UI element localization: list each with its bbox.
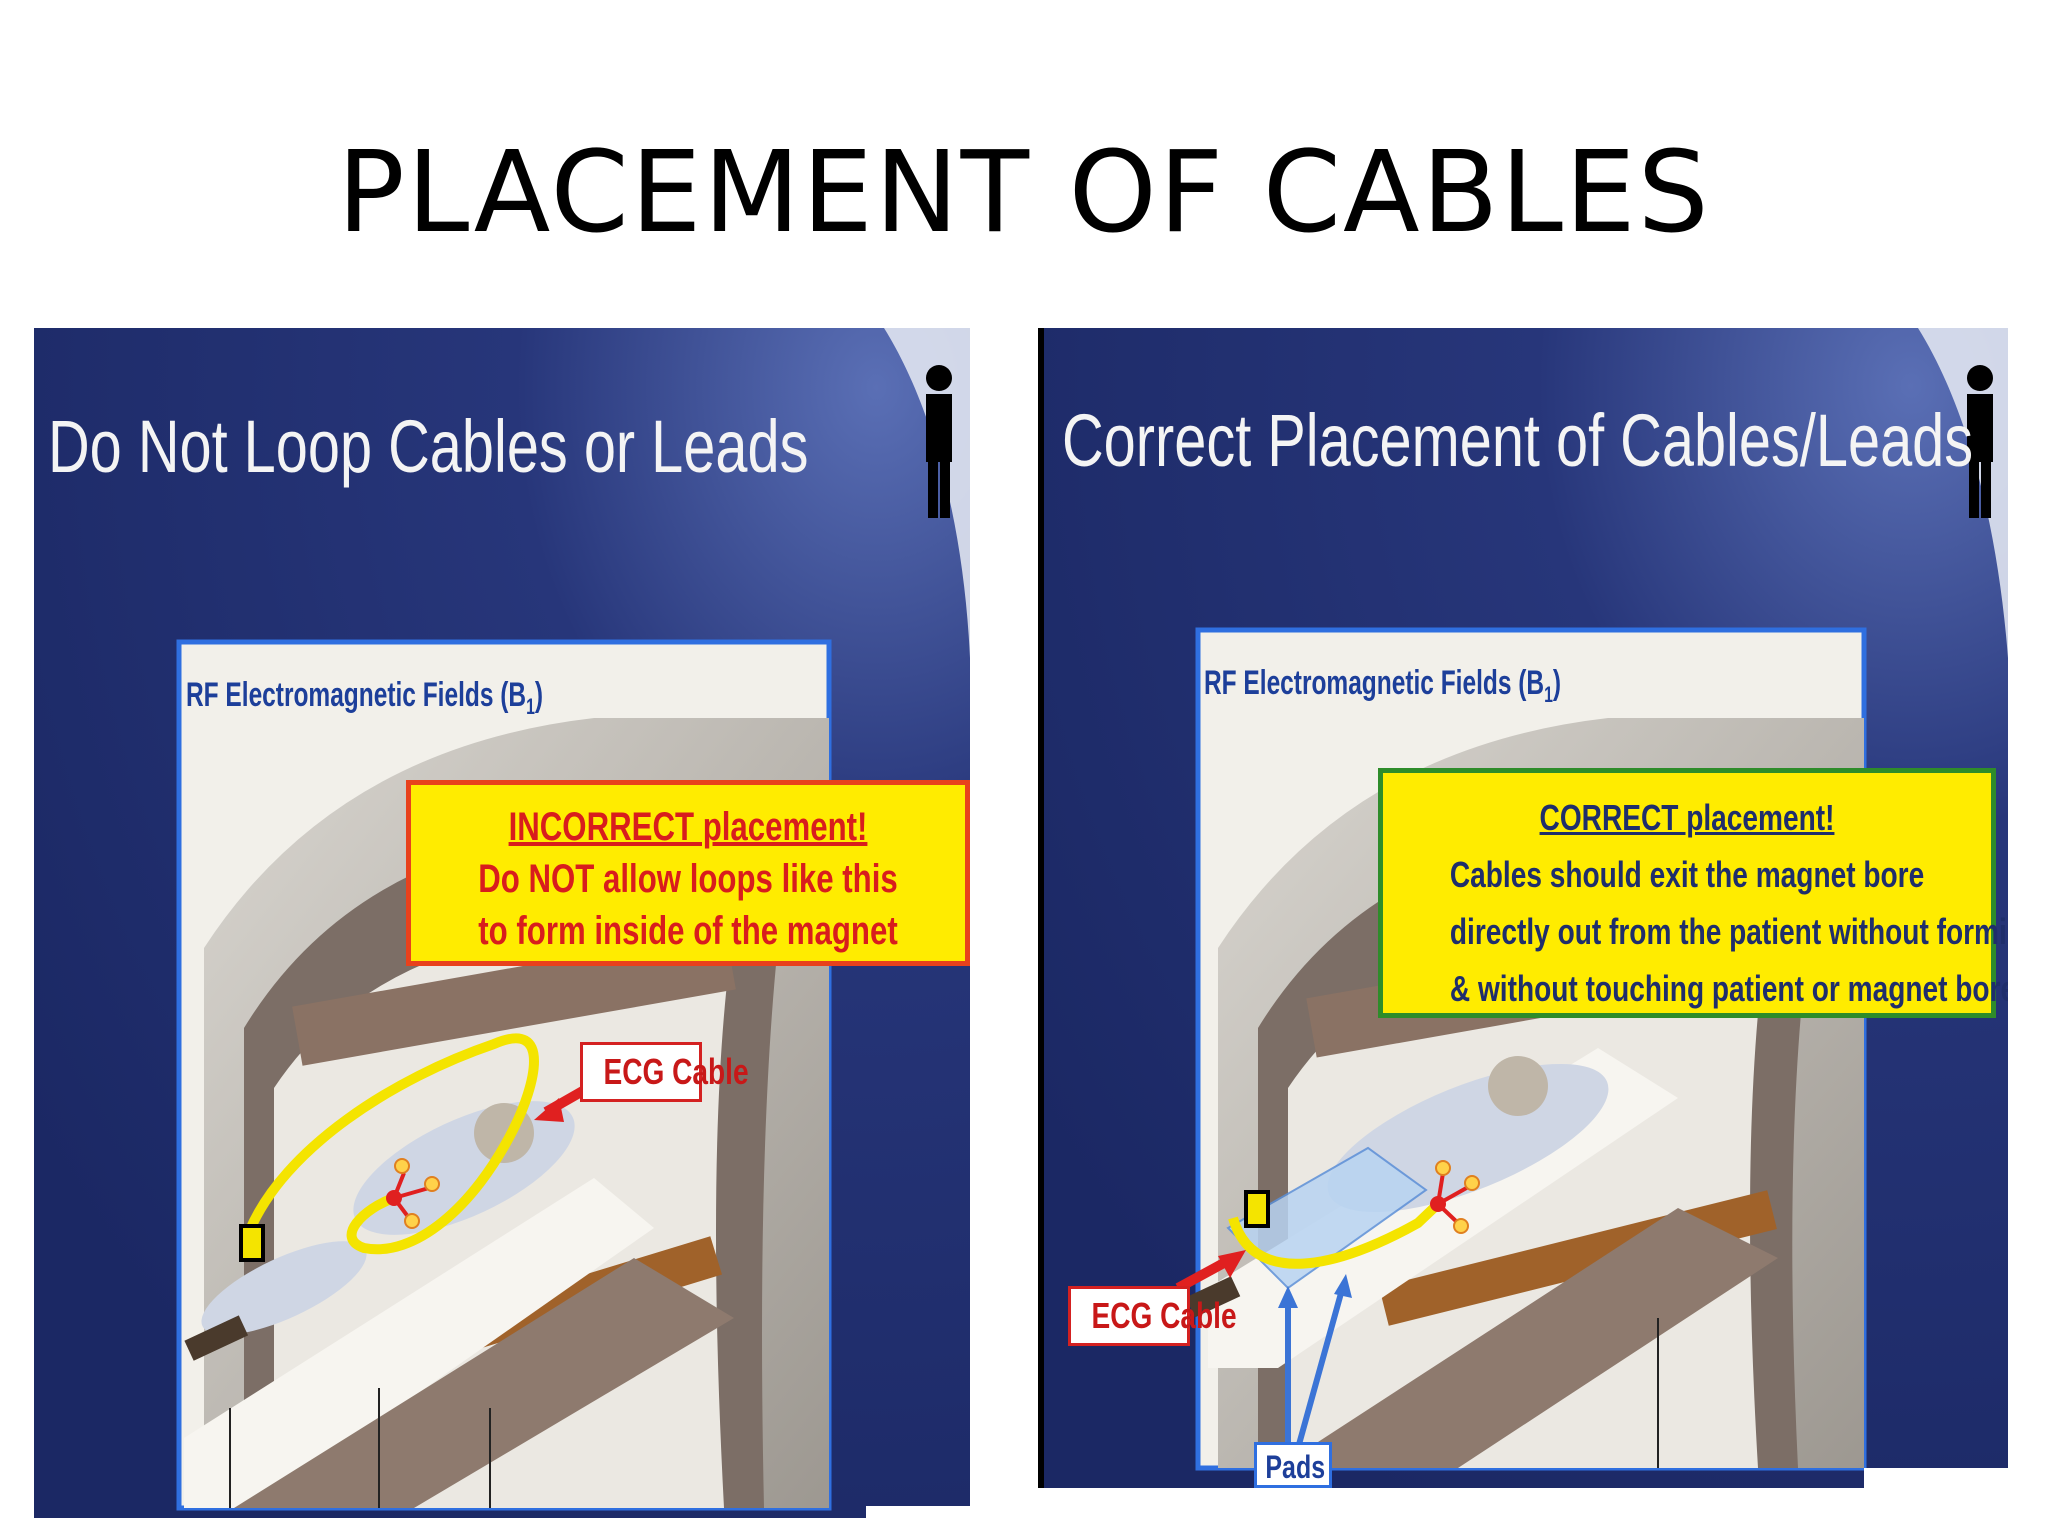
callout-line: to form inside of the magnet bbox=[478, 909, 898, 953]
rf-label-text: RF Electromagnetic Fields (B bbox=[1204, 664, 1545, 702]
callout-line: Cables should exit the magnet bore bbox=[1449, 854, 1925, 895]
rf-label-close: ) bbox=[534, 676, 544, 714]
rf-label-text: RF Electromagnetic Fields (B bbox=[186, 676, 527, 714]
rf-subscript: 1 bbox=[526, 693, 535, 719]
left-rf-label: RF Electromagnetic Fields (B1) bbox=[186, 676, 543, 720]
ecg-cable-tag: ECG Cable bbox=[1068, 1286, 1237, 1346]
person-icon bbox=[926, 365, 952, 518]
right-rf-label: RF Electromagnetic Fields (B1) bbox=[1204, 664, 1561, 708]
ecg-cable-tag: ECG Cable bbox=[580, 1042, 749, 1102]
callout-line: Do NOT allow loops like this bbox=[478, 857, 898, 901]
callout-line: & without touching patient or magnet bor… bbox=[1449, 968, 2008, 1009]
callout-line: directly out from the patient without fo… bbox=[1449, 911, 2008, 952]
rf-subscript: 1 bbox=[1544, 681, 1553, 707]
left-panel-incorrect: Do Not Loop Cables or Leads RF Electroma… bbox=[34, 328, 970, 1518]
slide-title: PLACEMENT OF CABLES bbox=[337, 128, 1711, 258]
callout-title: CORRECT placement! bbox=[1539, 797, 1835, 838]
rf-label-close: ) bbox=[1552, 664, 1562, 702]
person-icon bbox=[1967, 365, 1993, 518]
right-panel-heading: Correct Placement of Cables/Leads bbox=[1062, 399, 1974, 482]
ecg-cable-label: ECG Cable bbox=[1091, 1295, 1237, 1336]
callout-title: INCORRECT placement! bbox=[508, 805, 868, 849]
right-panel-correct: Correct Placement of Cables/Leads RF Ele… bbox=[1038, 328, 2008, 1488]
ecg-cable-label: ECG Cable bbox=[603, 1051, 749, 1092]
pads-label: Pads bbox=[1265, 1449, 1326, 1485]
pads-tag: Pads bbox=[1254, 1442, 1332, 1488]
left-panel-heading: Do Not Loop Cables or Leads bbox=[48, 405, 809, 488]
correct-callout: CORRECT placement! Cables should exit th… bbox=[1378, 768, 2008, 1018]
incorrect-callout: INCORRECT placement! Do NOT allow loops … bbox=[406, 780, 970, 966]
